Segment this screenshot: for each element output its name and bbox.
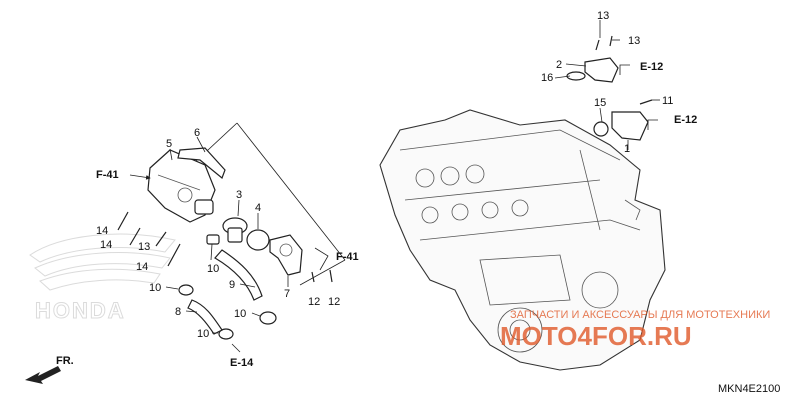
watermark: ЗАПЧАСТИ И АКСЕССУАРЫ ДЛЯ МОТОТЕХНИКИ MO… — [500, 309, 770, 351]
callout-2: 2 — [556, 59, 562, 71]
callout-leaders — [165, 20, 660, 334]
callout-14: 14 — [136, 261, 148, 273]
ref-f41: F-41 — [336, 251, 359, 263]
ref-e12: E-12 — [640, 61, 663, 73]
water-pipe-part — [566, 57, 619, 83]
honda-wing-logo: HONDA — [29, 233, 176, 324]
o-ring-part — [246, 229, 270, 251]
callout-12: 12 — [328, 296, 340, 308]
watermark-line1: ЗАПЧАСТИ И АКСЕССУАРЫ ДЛЯ МОТОТЕХНИКИ — [510, 309, 770, 321]
callout-10: 10 — [207, 263, 219, 275]
gasket-part — [177, 147, 226, 179]
callout-4: 4 — [255, 202, 261, 214]
callout-13: 13 — [597, 10, 609, 22]
clamp-part — [259, 311, 277, 325]
callout-1: 1 — [624, 143, 630, 155]
front-arrow-icon: FR. — [25, 355, 74, 384]
callout-8: 8 — [175, 306, 181, 318]
callout-9: 9 — [229, 279, 235, 291]
bolt-parts — [117, 35, 653, 283]
ref-f41: F-41 — [96, 169, 119, 181]
callout-numbers: 13 13 2 16 15 11 1 6 5 3 4 10 7 9 8 10 1… — [96, 10, 673, 340]
callout-5: 5 — [166, 138, 172, 150]
thermostat-part — [222, 217, 248, 243]
callout-6: 6 — [194, 127, 200, 139]
reference-labels: F-41 F-41 E-12 E-12 E-14 — [96, 61, 697, 369]
front-label: FR. — [56, 355, 74, 367]
ref-e12: E-12 — [674, 114, 697, 126]
callout-3: 3 — [236, 189, 242, 201]
engine-assembly — [379, 109, 666, 371]
water-outlet-part — [269, 234, 303, 276]
watermark-line2: MOTO4FOR.RU — [500, 321, 692, 351]
callout-13: 13 — [138, 241, 150, 253]
clip-part — [178, 284, 194, 296]
clip-part — [206, 234, 220, 245]
callout-7: 7 — [284, 288, 290, 300]
callout-10: 10 — [197, 328, 209, 340]
callout-14: 14 — [96, 225, 108, 237]
water-pipe-part — [593, 111, 649, 141]
callout-16: 16 — [541, 72, 553, 84]
thermostat-housing-part — [147, 149, 216, 223]
hose-part — [214, 249, 263, 301]
diagram-code: MKN4E2100 — [718, 383, 780, 395]
hose-part — [187, 299, 223, 335]
callout-12: 12 — [308, 296, 320, 308]
honda-logo-text: HONDA — [35, 298, 126, 323]
callout-10: 10 — [234, 308, 246, 320]
callout-14: 14 — [100, 239, 112, 251]
callout-13: 13 — [628, 35, 640, 47]
callout-15: 15 — [594, 97, 606, 109]
callout-10: 10 — [149, 282, 161, 294]
clip-part — [218, 328, 234, 340]
callout-11: 11 — [662, 95, 673, 107]
ref-e14: E-14 — [230, 357, 254, 369]
